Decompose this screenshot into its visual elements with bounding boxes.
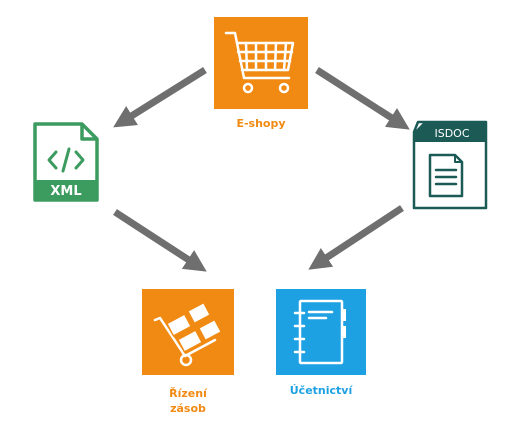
xml-node: XML bbox=[33, 122, 99, 202]
isdoc-node: ISDOC bbox=[412, 120, 488, 210]
flow-arrows bbox=[113, 67, 410, 272]
eshop-node bbox=[214, 17, 308, 109]
eshop-label: E-shopy bbox=[236, 117, 286, 130]
shopping-cart-icon bbox=[224, 31, 295, 94]
arrow-xml-to-stock bbox=[113, 209, 207, 272]
arrow-isdoc-to-accounting bbox=[308, 205, 404, 270]
stock-node bbox=[142, 289, 234, 375]
arrow-eshop-to-xml bbox=[113, 67, 207, 128]
hand-truck-icon bbox=[153, 301, 223, 367]
accounting-tile bbox=[276, 289, 366, 375]
eshop-tile bbox=[214, 17, 308, 109]
isdoc-badge: ISDOC bbox=[434, 127, 469, 140]
xml-file-icon bbox=[33, 122, 99, 202]
stock-label-line2: zásob bbox=[170, 402, 206, 415]
stock-label-line1: Řízení bbox=[169, 387, 207, 400]
accounting-node bbox=[276, 289, 366, 375]
accounting-label: Účetnictví bbox=[289, 384, 353, 397]
isdoc-document-icon bbox=[412, 120, 488, 210]
arrow-eshop-to-isdoc bbox=[315, 67, 410, 130]
xml-badge: XML bbox=[50, 184, 81, 199]
notebook-icon bbox=[293, 299, 346, 365]
